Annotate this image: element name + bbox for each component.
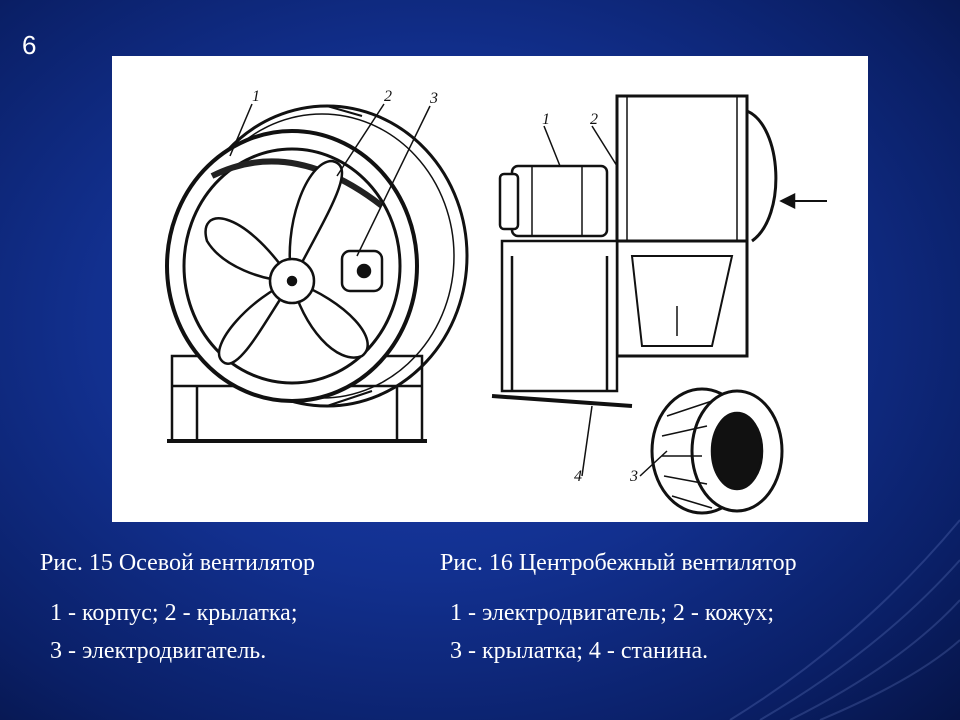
fig16-label-1: 1	[542, 111, 550, 128]
fig15-title: Рис. 15 Осевой вентилятор	[40, 550, 315, 576]
fig16-legend-line1: 1 - электродвигатель; 2 - кожух;	[450, 600, 774, 626]
fig15-legend-line2: 3 - электродвигатель.	[50, 638, 267, 664]
fig15-legend-line1: 1 - корпус; 2 - крылатка;	[50, 600, 298, 626]
fig15-label-3: 3	[429, 90, 438, 107]
fig16-label-4: 4	[574, 468, 582, 485]
centrifugal-fan-drawing	[491, 94, 827, 515]
fan-illustrations: 1 2 3	[165, 88, 827, 515]
axial-fan-drawing	[165, 103, 469, 443]
fig15-label-1: 1	[252, 88, 260, 105]
figure-panel: 1 2 3	[112, 56, 868, 522]
fig16-title: Рис. 16 Центробежный вентилятор	[440, 550, 797, 576]
decorative-curves	[729, 519, 960, 720]
slide-number: 6	[22, 30, 37, 60]
fig16-legend-line2: 3 - крылатка; 4 - станина.	[450, 638, 709, 664]
fig16-label-2: 2	[590, 111, 598, 128]
fig16-label-3: 3	[629, 468, 638, 485]
fig15-label-2: 2	[384, 88, 392, 105]
